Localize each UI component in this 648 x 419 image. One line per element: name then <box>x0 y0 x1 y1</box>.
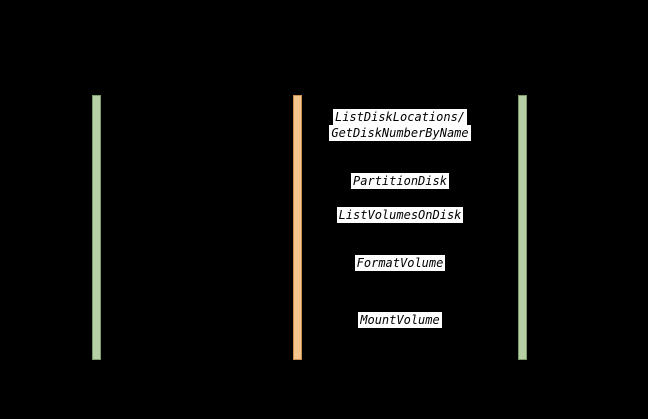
message-line: ListVolumesOnDisk <box>336 207 464 223</box>
message-line: MountVolume <box>358 312 442 328</box>
message-label-listdisklocations: ListDiskLocations/ GetDiskNumberByName <box>285 109 515 141</box>
message-label-partitiondisk: PartitionDisk <box>285 173 515 189</box>
message-line: FormatVolume <box>354 255 446 271</box>
message-line: ListDiskLocations/ <box>332 109 468 125</box>
message-label-listvolumesondisk: ListVolumesOnDisk <box>285 207 515 223</box>
lifeline-bar-middle <box>293 95 302 360</box>
message-line: PartitionDisk <box>351 173 449 189</box>
lifeline-bar-right <box>518 95 527 360</box>
lifeline-bar-left <box>92 95 101 360</box>
message-line: GetDiskNumberByName <box>329 125 471 141</box>
message-label-mountvolume: MountVolume <box>285 312 515 328</box>
message-label-formatvolume: FormatVolume <box>285 255 515 271</box>
